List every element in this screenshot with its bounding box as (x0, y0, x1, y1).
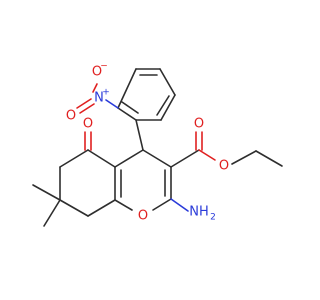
amine-subscript: 2 (210, 213, 216, 223)
nitro-o-minus-label: O (92, 65, 102, 80)
nitro-o-minus-charge: − (100, 62, 108, 72)
nitro-o-double-label: O (66, 109, 76, 124)
amine-label: NH (189, 205, 209, 220)
molecule-structure: O − N + O O O O O NH 2 (32, 62, 283, 227)
bond-heteroatoms (76, 83, 216, 212)
bond-skeleton (32, 68, 283, 227)
ring-o-label: O (138, 209, 148, 224)
atom-labels: O − N + O O O O O NH 2 (66, 62, 229, 224)
molecule-canvas: O − N + O O O O O NH 2 (32, 62, 283, 227)
nitro-n-label: N (94, 91, 104, 106)
ketone-o-label: O (83, 117, 93, 132)
nitro-n-plus-charge: + (102, 88, 110, 98)
ester-carbonyl-o-label: O (194, 117, 204, 132)
ester-ether-o-label: O (219, 159, 229, 174)
